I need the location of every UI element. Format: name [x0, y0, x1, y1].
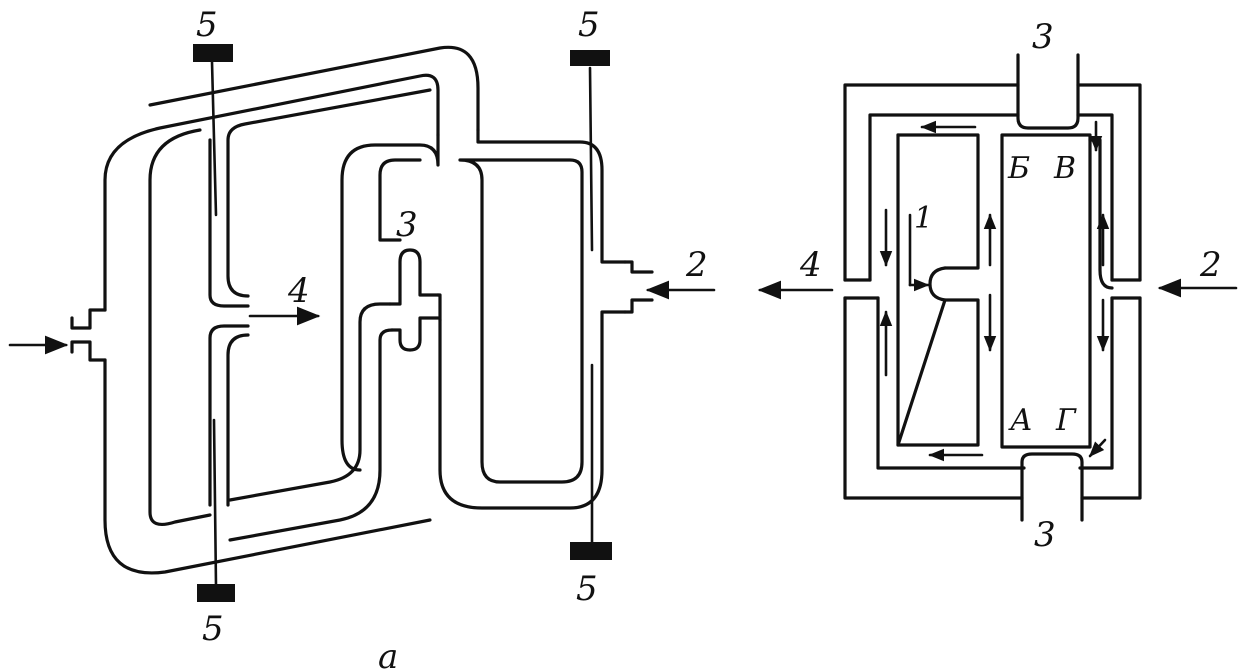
outer-frame	[843, 83, 1142, 500]
port-left	[843, 278, 880, 300]
inner-loop-left	[148, 88, 432, 526]
top-coupler	[1016, 53, 1080, 130]
input-port-left	[70, 308, 107, 362]
figure-b: 3 3 4 2 1 Б В А Г	[757, 17, 1238, 555]
label-5-top-right: 5	[578, 5, 600, 45]
label-3-center: 3	[396, 205, 418, 245]
label-3-top: 3	[1032, 17, 1054, 57]
lower-channel	[228, 302, 394, 542]
channel-right	[1088, 138, 1114, 290]
flow-arrow-corner-bottom	[1088, 438, 1107, 458]
bottom-coupler	[1020, 452, 1084, 522]
bias-pad-top-left	[193, 44, 233, 62]
bias-line-top-left	[210, 60, 218, 217]
bias-pad-bottom-right	[570, 542, 612, 560]
right-loop-outer	[340, 128, 627, 510]
middle-frame	[868, 113, 1114, 470]
label-1-inner: 1	[914, 201, 933, 236]
label-4-output: 4	[287, 271, 310, 311]
input-port-right	[623, 260, 654, 314]
bias-pad-top-right	[570, 50, 610, 66]
stub-upper	[388, 248, 440, 352]
label-5-bottom-left: 5	[202, 609, 224, 649]
inner-rect-left	[896, 133, 980, 447]
label-node-b: Б	[1007, 151, 1030, 186]
label-3-bottom: 3	[1034, 515, 1056, 555]
bias-line-bottom-left	[212, 418, 218, 588]
right-loop-inner	[378, 158, 584, 484]
label-4-output: 4	[799, 245, 822, 285]
label-5-bottom-right: 5	[576, 569, 598, 609]
label-node-a: А	[1008, 403, 1033, 438]
label-2-input: 2	[1199, 245, 1222, 285]
outer-loop-left	[103, 45, 480, 575]
figure-a: 5 5 5 5 3 4 2 а	[8, 5, 716, 672]
port-right	[1110, 278, 1142, 300]
label-2-input: 2	[685, 245, 708, 285]
label-node-v: В	[1053, 151, 1076, 186]
label-5-top-left: 5	[196, 5, 218, 45]
bias-pad-bottom-left	[197, 584, 235, 602]
inner-rect-right	[1000, 133, 1092, 449]
inner-channel-left	[208, 138, 250, 507]
bias-line-top-right	[588, 66, 594, 252]
inner-stub-1	[928, 266, 947, 302]
caption-a: а	[378, 637, 398, 672]
label-node-g: Г	[1055, 403, 1077, 438]
